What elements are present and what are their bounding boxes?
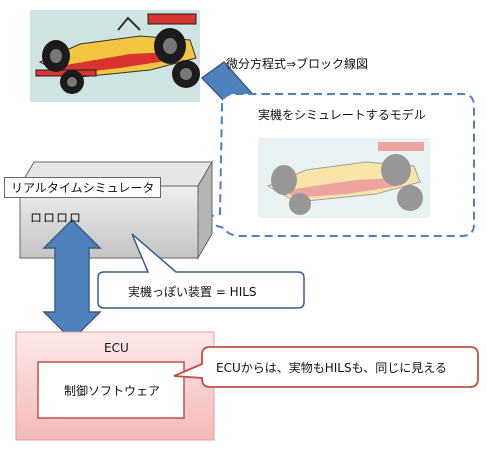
- hils-callout-shape: [97, 233, 305, 309]
- simulator-title: リアルタイムシミュレータ: [4, 177, 162, 198]
- model-bubble: [192, 93, 475, 237]
- control-software-label: 制御ソフトウェア: [64, 384, 161, 398]
- hils-callout-label: 実機っぽい装置 = HILS: [128, 285, 257, 299]
- simulator-indicator-lights: ロロロロ: [30, 211, 83, 225]
- ecu-callout-shape: [173, 346, 479, 388]
- model-label: 実機をシミュレートするモデル: [258, 108, 426, 122]
- equation-label: 微分方程式⇒ブロック線図: [226, 57, 369, 71]
- race-car-image: [30, 10, 200, 102]
- ecu-callout-label: ECUからは、実物もHILSも、同じに見える: [216, 361, 447, 375]
- faded-race-car-image: [258, 138, 430, 218]
- ecu-title: ECU: [104, 341, 129, 355]
